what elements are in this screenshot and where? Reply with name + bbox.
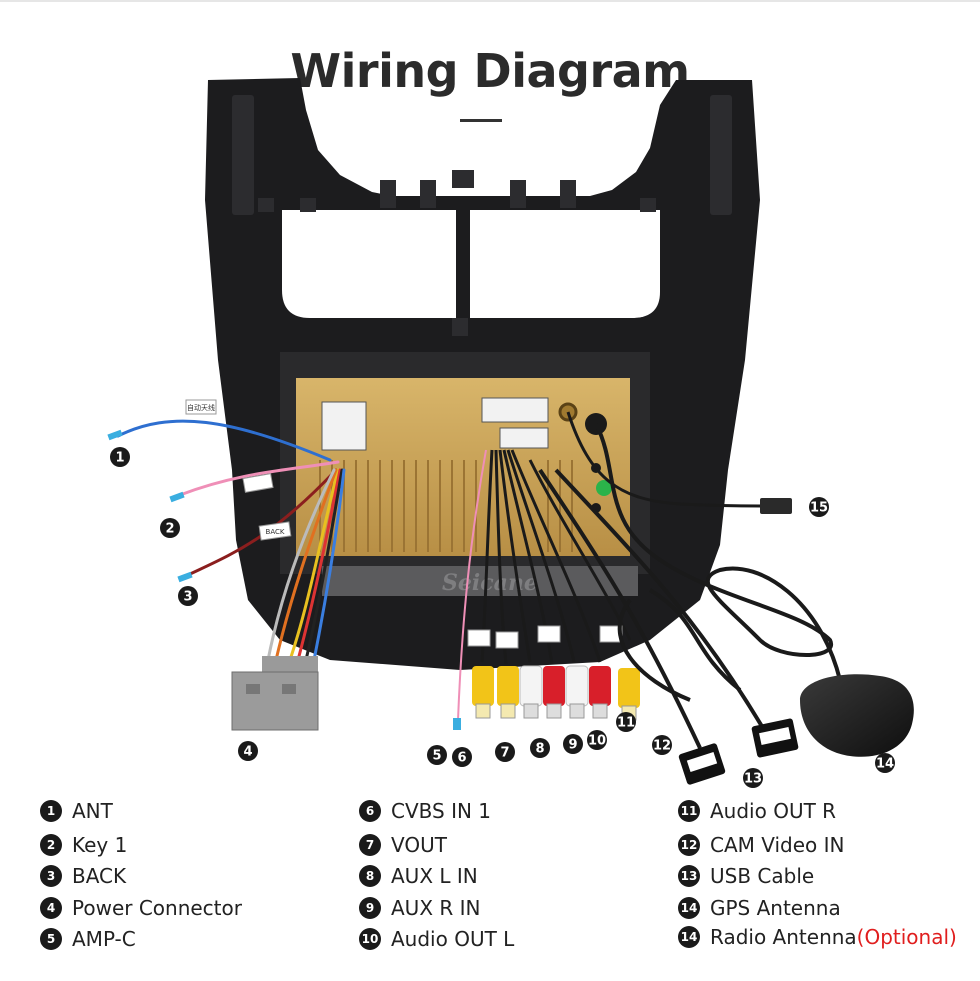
callout-badge-7	[495, 742, 515, 762]
callout-number-10: 10	[588, 734, 606, 749]
callout-number-15: 15	[810, 501, 828, 516]
legend-badge: 12	[678, 834, 700, 856]
callout-badge-8	[530, 738, 550, 758]
callout-number-8: 8	[535, 742, 544, 757]
top-divider	[0, 0, 980, 2]
callout-badge-10	[587, 730, 607, 750]
legend-item-back: 3 BACK	[40, 863, 126, 889]
legend-label: ANT	[72, 799, 113, 823]
legend-label: CVBS IN 1	[391, 799, 492, 823]
legend-label: Key 1	[72, 833, 128, 857]
callout-number-3: 3	[183, 590, 192, 605]
legend-label: AUX R IN	[391, 896, 481, 920]
legend-badge: 7	[359, 834, 381, 856]
back-tag-label: BACK	[266, 528, 285, 536]
legend-label: Power Connector	[72, 896, 242, 920]
callout-number-13: 13	[744, 772, 762, 787]
callout-badge-4	[238, 741, 258, 761]
callout-badge-6	[452, 747, 472, 767]
legend-item-key1: 2 Key 1	[40, 832, 127, 858]
legend-item-audio-out-l: 10 Audio OUT L	[359, 926, 514, 952]
callout-badge-2	[160, 518, 180, 538]
power-connector	[231, 656, 319, 731]
callout-number-1: 1	[115, 451, 124, 466]
wiring-diagram-illustration: Seicane 自动天线 BACK	[107, 78, 914, 788]
legend-badge: 9	[359, 897, 381, 919]
callout-badge-13	[743, 768, 763, 788]
callout-badge-11	[616, 712, 636, 732]
callout-number-14: 14	[876, 757, 894, 772]
page-title: Wiring Diagram	[290, 44, 690, 98]
legend-badge: 14	[678, 897, 700, 919]
callout-badge-5	[427, 745, 447, 765]
legend-item-aux-l-in: 8 AUX L IN	[359, 863, 478, 889]
legend-badge: 13	[678, 865, 700, 887]
callout-number-4: 4	[243, 745, 252, 760]
callout-number-12: 12	[653, 739, 671, 754]
rca-plugs	[453, 625, 640, 730]
callout-number-2: 2	[165, 522, 174, 537]
legend-label: CAM Video IN	[710, 833, 845, 857]
title-underline	[460, 119, 502, 122]
legend-label: BACK	[72, 864, 127, 888]
callout-number-9: 9	[568, 738, 577, 753]
usb-cables	[538, 468, 772, 749]
legend-badge: 3	[40, 865, 62, 887]
legend-item-ant: 1 ANT	[40, 798, 113, 824]
legend-label: Radio Antenna	[710, 925, 857, 949]
legend-label: Audio OUT R	[710, 799, 837, 823]
legend-label: AUX L IN	[391, 864, 478, 888]
head-unit: Seicane	[280, 352, 650, 596]
legend-badge: 4	[40, 897, 62, 919]
callout-badge-9	[563, 734, 583, 754]
callout-number-6: 6	[457, 751, 466, 766]
gps-antenna	[594, 423, 914, 757]
usb-plugs	[678, 718, 799, 785]
callout-badge-1	[110, 447, 130, 467]
ant-tag-label: 自动天线	[187, 403, 215, 412]
legend-label: Audio OUT L	[391, 927, 515, 951]
legend-badge: 1	[40, 800, 62, 822]
legend-badge: 14	[678, 926, 700, 948]
harness-wires: 自动天线 BACK	[107, 399, 346, 662]
callout-number-7: 7	[500, 746, 509, 761]
callout-badge-12	[652, 735, 672, 755]
callout-number-5: 5	[432, 749, 441, 764]
legend-badge: 6	[359, 800, 381, 822]
legend-item-cam-video-in: 12 CAM Video IN	[678, 832, 845, 858]
legend-badge: 2	[40, 834, 62, 856]
legend-label: USB Cable	[710, 864, 815, 888]
callout-number-11: 11	[617, 716, 635, 731]
legend-item-power-connector: 4 Power Connector	[40, 895, 242, 921]
legend-badge: 10	[359, 928, 381, 950]
callout-badge-15	[809, 497, 829, 517]
legend-item-vout: 7 VOUT	[359, 832, 447, 858]
legend-item-aux-r-in: 9 AUX R IN	[359, 895, 481, 921]
legend-item-gps-antenna: 14 GPS Antenna	[678, 895, 841, 921]
legend-item-audio-out-r: 11 Audio OUT R	[678, 798, 836, 824]
legend-item-amp-c: 5 AMP-C	[40, 926, 136, 952]
legend-label: VOUT	[391, 833, 447, 857]
legend-badge: 5	[40, 928, 62, 950]
legend-item-usb-cable: 13 USB Cable	[678, 863, 814, 889]
radio-antenna-cable	[566, 411, 792, 514]
legend-item-cvbs-in-1: 6 CVBS IN 1	[359, 798, 491, 824]
legend-badge: 8	[359, 865, 381, 887]
legend-badge: 11	[678, 800, 700, 822]
legend-label: AMP-C	[72, 927, 136, 951]
watermark: Seicane	[442, 570, 538, 596]
legend-item-radio-antenna: 14 Radio Antenna (Optional)	[678, 924, 957, 950]
legend-label: GPS Antenna	[710, 896, 841, 920]
callout-badge-14	[875, 753, 895, 773]
optional-note: (Optional)	[856, 925, 957, 949]
callout-badge-3	[178, 586, 198, 606]
